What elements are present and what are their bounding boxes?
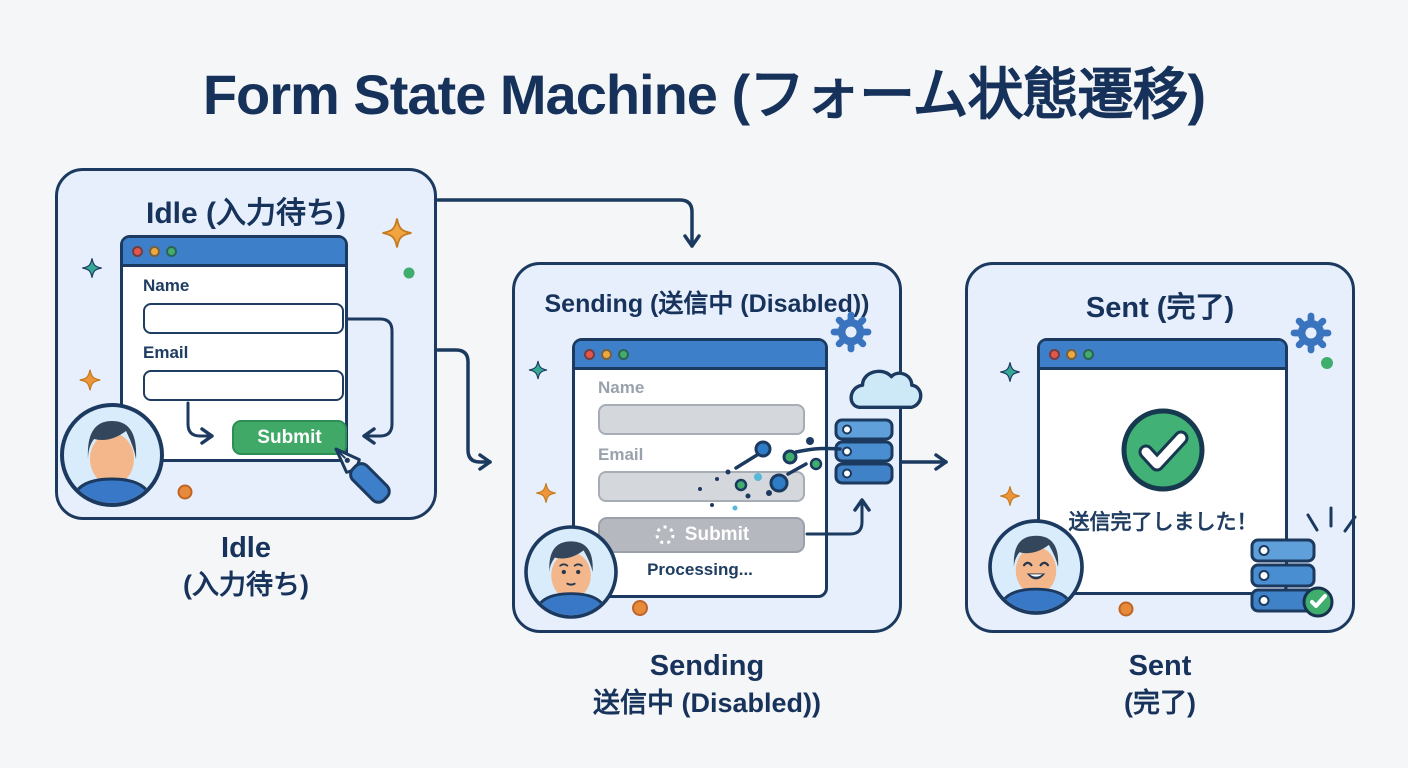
caption-line: Idle [221, 532, 271, 564]
browser-window-sending [572, 338, 828, 598]
name-label: Name [143, 276, 190, 295]
submit-label: Submit [684, 524, 750, 545]
spinner-icon [655, 525, 675, 545]
window-dot-green-icon [618, 348, 629, 360]
window-dot-red-icon [1049, 348, 1060, 360]
email-input[interactable] [143, 370, 344, 401]
window-dot-red-icon [132, 245, 143, 257]
name-input-disabled [598, 404, 805, 435]
caption-line: (入力待ち) [183, 570, 309, 600]
window-dot-red-icon [584, 348, 595, 360]
caption-line: Sending [649, 650, 765, 682]
state-caption-sending: Sending 送信中 (Disabled)) [512, 648, 902, 722]
arrow-idle-to-sending [436, 348, 492, 471]
submit-button-disabled: Submit [598, 517, 805, 553]
state-caption-idle: Idle (入力待ち) [55, 530, 437, 604]
state-caption-sent: Sent (完了) [965, 648, 1355, 722]
caption-line: Sent [1128, 650, 1192, 682]
email-input-disabled [598, 471, 805, 502]
submit-button[interactable]: Submit [232, 420, 347, 455]
success-message: 送信完了しました！ [1068, 511, 1258, 534]
window-dot-green-icon [166, 245, 177, 257]
page-title: Form State Machine (フォーム状態遷移) [202, 63, 1206, 126]
processing-status: Processing... [647, 560, 753, 579]
window-dot-yellow-icon [1066, 348, 1077, 360]
browser-window-sent [1037, 338, 1288, 595]
caption-line: (完了) [1124, 688, 1196, 718]
window-titlebar [1040, 341, 1285, 370]
window-dot-green-icon [1083, 348, 1094, 360]
window-titlebar [123, 238, 345, 267]
state-header-idle: Idle (入力待ち) [146, 197, 346, 230]
email-label: Email [143, 343, 189, 362]
window-dot-yellow-icon [601, 348, 612, 360]
name-input[interactable] [143, 303, 344, 334]
caption-line: 送信中 (Disabled)) [592, 688, 821, 718]
state-header-sending: Sending (送信中 (Disabled)) [544, 290, 870, 318]
window-titlebar [575, 341, 825, 370]
email-label-disabled: Email [598, 445, 644, 464]
arrow-idle-top-to-sending [436, 198, 701, 248]
window-dot-yellow-icon [149, 245, 160, 257]
name-label-disabled: Name [598, 378, 645, 397]
state-header-sent: Sent (完了) [1085, 292, 1235, 324]
